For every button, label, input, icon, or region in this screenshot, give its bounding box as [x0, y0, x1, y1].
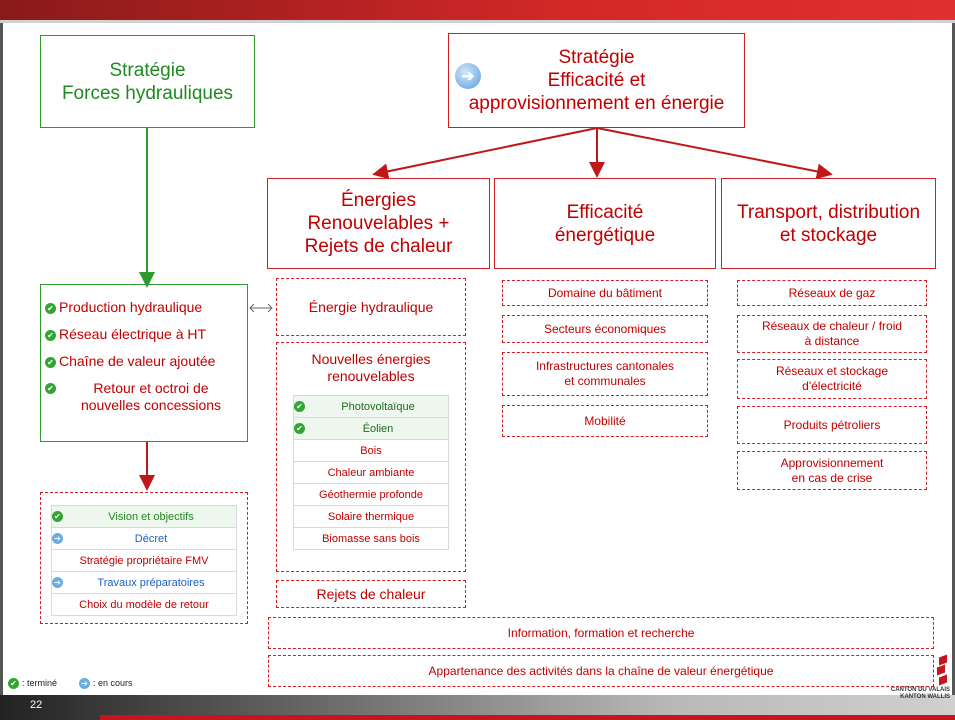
transport-gas: Réseaux de gaz — [737, 280, 927, 306]
renewables-arrow — [372, 127, 598, 180]
top-banner-shadow — [0, 20, 955, 23]
legend-done-label: : terminé — [22, 678, 58, 688]
renewable-ambient-heat: Chaleur ambiante — [294, 462, 448, 484]
renewables-new-title: Nouvelles énergies renouvelables — [311, 351, 431, 384]
efficiency-mobility: Mobilité — [502, 405, 708, 437]
check-circle-icon: ✔ — [8, 677, 19, 689]
top-banner — [0, 0, 955, 20]
transport-petroleum: Produits pétroliers — [737, 406, 927, 444]
check-circle-icon: ✔ — [45, 329, 56, 341]
hydro-item-2: ✔Réseau électrique à HT — [45, 326, 243, 343]
efficiency-economic: Secteurs économiques — [502, 315, 708, 343]
subtask-modele: Choix du modèle de retour — [79, 598, 209, 611]
renewable-geothermal: Géothermie profonde — [294, 484, 448, 506]
bottom-red-stripe — [100, 715, 955, 720]
check-circle-icon: ✔ — [45, 356, 56, 368]
strategy-main-line3: approvisionnement en énergie — [468, 93, 725, 114]
transport-arrow — [596, 127, 833, 180]
canton-logo-text: CANTON DU VALAIS KANTON WALLIS — [890, 687, 950, 700]
hydro-subtasks-box: ✔Vision et objectifs ➔Décret Stratégie p… — [40, 492, 248, 624]
renewables-line2: Renouvelables + — [307, 213, 450, 234]
check-circle-icon: ✔ — [294, 401, 305, 412]
strategy-main-box: Stratégie Efficacité et approvisionnemen… — [448, 33, 745, 128]
check-circle-icon: ✔ — [45, 302, 56, 314]
canton-logo-mark — [935, 654, 949, 686]
page-number: 22 — [30, 699, 43, 711]
efficiency-header: Efficacité énergétique — [494, 178, 716, 269]
subtask-fmv: Stratégie propriétaire FMV — [52, 550, 236, 572]
efficiency-building: Domaine du bâtiment — [502, 280, 708, 306]
strategy-hydro-line2: Forces hydrauliques — [61, 82, 234, 104]
hydro-item-1: ✔Production hydraulique — [45, 299, 243, 316]
transport-line2: et stockage — [779, 224, 878, 246]
strategy-main-line1: Stratégie — [558, 47, 635, 68]
strategy-hydro-box: Stratégie Forces hydrauliques — [40, 35, 255, 128]
left-border — [0, 23, 3, 695]
efficiency-line1: Efficacité — [566, 201, 644, 223]
renewable-pv: ✔Photovoltaïque — [294, 396, 448, 418]
renewable-wood: Bois — [294, 440, 448, 462]
renewables-heat: Rejets de chaleur — [276, 580, 466, 608]
check-circle-icon: ✔ — [52, 511, 63, 522]
transport-heat-network: Réseaux de chaleur / froid à distance — [737, 315, 927, 353]
renewable-solar-thermal: Solaire thermique — [294, 506, 448, 528]
renewables-hydro: Énergie hydraulique — [276, 278, 466, 336]
renewable-wind: ✔Éolien — [294, 418, 448, 440]
efficiency-infrastructure: Infrastructures cantonales et communales — [502, 352, 708, 396]
hydro-items-box: ✔Production hydraulique ✔Réseau électriq… — [40, 284, 248, 442]
right-border — [952, 23, 955, 695]
bottom-value-chain-row: Appartenance des activités dans la chaîn… — [268, 655, 934, 687]
renewables-header: Énergies Renouvelables + Rejets de chale… — [267, 178, 490, 269]
efficiency-line2: énergétique — [554, 224, 656, 246]
transport-crisis-supply: Approvisionnement en cas de crise — [737, 451, 927, 490]
arrow-circle-icon: ➔ — [52, 577, 63, 588]
renewable-biomass: Biomasse sans bois — [322, 532, 420, 545]
check-circle-icon: ✔ — [294, 423, 305, 434]
bottom-information-row: Information, formation et recherche — [268, 617, 934, 649]
renewables-new-box: Nouvelles énergies renouvelables ✔Photov… — [276, 342, 466, 572]
strategy-hydro-line1: Stratégie — [109, 59, 186, 81]
legend-in-progress-label: : en cours — [93, 678, 133, 688]
renewables-line3: Rejets de chaleur — [304, 236, 453, 257]
arrow-circle-icon: ➔ — [79, 677, 91, 689]
subtask-vision: ✔Vision et objectifs — [52, 506, 236, 528]
subtask-travaux: ➔Travaux préparatoires — [52, 572, 236, 594]
hydro-subtask-list: ✔Vision et objectifs ➔Décret Stratégie p… — [51, 505, 237, 616]
hydro-item-3: ✔Chaîne de valeur ajoutée — [45, 353, 243, 370]
transport-electricity: Réseaux et stockage d'électricité — [737, 359, 927, 399]
renewables-new-list: ✔Photovoltaïque ✔Éolien Bois Chaleur amb… — [293, 395, 449, 550]
arrow-circle-icon: ➔ — [52, 533, 63, 544]
transport-header: Transport, distribution et stockage — [721, 178, 936, 269]
strategy-main-line2: Efficacité et — [547, 70, 646, 91]
in-progress-icon: ➔ — [455, 63, 481, 89]
subtask-decret: ➔Décret — [52, 528, 236, 550]
renewables-line1: Énergies — [341, 190, 416, 211]
check-circle-icon: ✔ — [45, 383, 56, 394]
transport-line1: Transport, distribution — [736, 201, 921, 223]
legend: ✔ : terminé ➔ : en cours — [8, 676, 168, 690]
